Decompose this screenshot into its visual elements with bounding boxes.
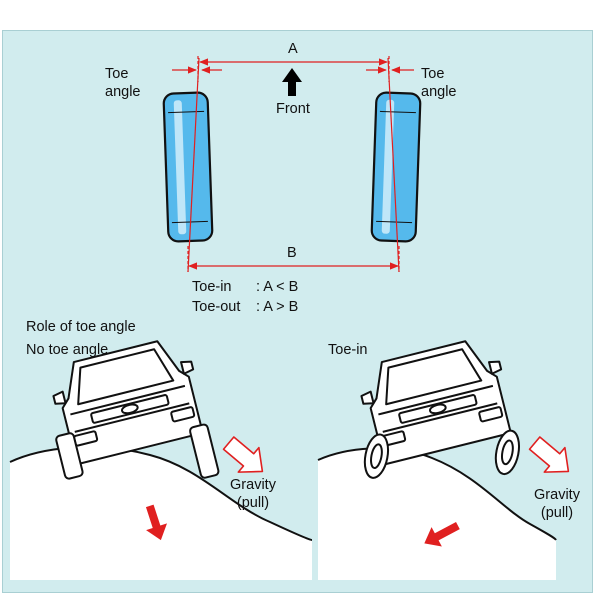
gravity-right-label: Gravity (pull) xyxy=(522,486,592,522)
dimension-b-label: B xyxy=(287,245,297,261)
formula-toe-in: Toe-in : A < B xyxy=(192,278,298,296)
toe-angle-left-label: Toe angle xyxy=(105,65,140,101)
up-arrow-icon xyxy=(282,68,302,96)
outline-arrow-icon xyxy=(222,436,264,473)
toe-angle-right-line2: angle xyxy=(421,84,457,100)
outline-arrow-icon xyxy=(528,436,570,473)
gravity-right-line2: (pull) xyxy=(540,505,574,521)
left-ground xyxy=(9,445,313,580)
formula-toe-out: Toe-out : A > B xyxy=(192,298,298,316)
front-label: Front xyxy=(276,101,310,117)
right-car xyxy=(360,340,520,479)
gravity-left-line1: Gravity xyxy=(230,477,276,493)
tire-centerlines xyxy=(187,56,400,273)
left-tire xyxy=(162,91,214,243)
red-arrow-icon xyxy=(424,522,460,547)
toe-angle-left-line1: Toe xyxy=(105,66,129,82)
toe-angle-right-line1: Toe xyxy=(421,66,445,82)
section-title: Role of toe angle xyxy=(26,319,136,335)
gravity-right-line1: Gravity xyxy=(534,487,580,503)
red-arrow-icon xyxy=(145,504,168,541)
formula-toe-out-relation: : A > B xyxy=(256,299,299,315)
right-tire xyxy=(370,91,422,243)
right-ground xyxy=(317,447,557,580)
left-car xyxy=(52,340,220,480)
formula-toe-out-name: Toe-out xyxy=(192,299,241,315)
formula-toe-in-name: Toe-in xyxy=(192,279,232,295)
gravity-left-label: Gravity (pull) xyxy=(218,476,288,512)
left-panel-title: No toe angle xyxy=(26,342,109,358)
dimension-a-label: A xyxy=(288,41,298,57)
right-panel-title: Toe-in xyxy=(328,342,368,358)
formula-toe-in-relation: : A < B xyxy=(256,279,299,295)
gravity-left-line2: (pull) xyxy=(236,495,270,511)
toe-angle-right-label: Toe angle xyxy=(421,65,456,101)
toe-angle-left-line2: angle xyxy=(105,84,141,100)
